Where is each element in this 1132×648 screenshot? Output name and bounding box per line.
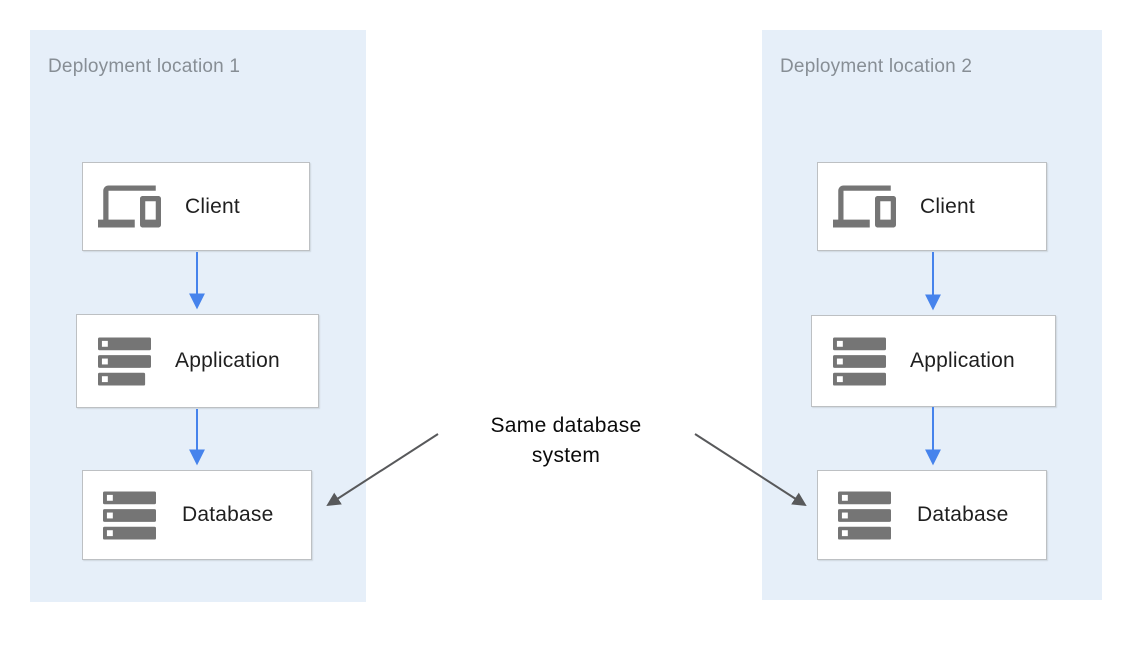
zone-title: Deployment location 2 bbox=[780, 56, 973, 77]
zone-title: Deployment location 1 bbox=[48, 56, 241, 77]
server-icon bbox=[838, 490, 891, 540]
node-label: Application bbox=[175, 349, 280, 372]
node-label: Database bbox=[182, 503, 274, 526]
node-client-2: Client bbox=[817, 162, 1047, 251]
devices-icon bbox=[833, 185, 896, 228]
server-icon bbox=[98, 336, 151, 386]
server-icon bbox=[103, 490, 156, 540]
node-label: Client bbox=[185, 194, 240, 218]
node-label: Database bbox=[917, 503, 1009, 526]
node-application-1: Application bbox=[76, 314, 319, 408]
devices-icon bbox=[98, 185, 161, 228]
annotation-same-database-system: Same database system bbox=[490, 414, 642, 467]
node-label: Application bbox=[910, 349, 1015, 372]
node-application-2: Application bbox=[811, 315, 1056, 407]
node-client-1: Client bbox=[82, 162, 310, 251]
server-icon bbox=[833, 336, 886, 386]
node-database-1: Database bbox=[82, 470, 312, 560]
node-label: Client bbox=[920, 194, 975, 218]
node-database-2: Database bbox=[817, 470, 1047, 560]
